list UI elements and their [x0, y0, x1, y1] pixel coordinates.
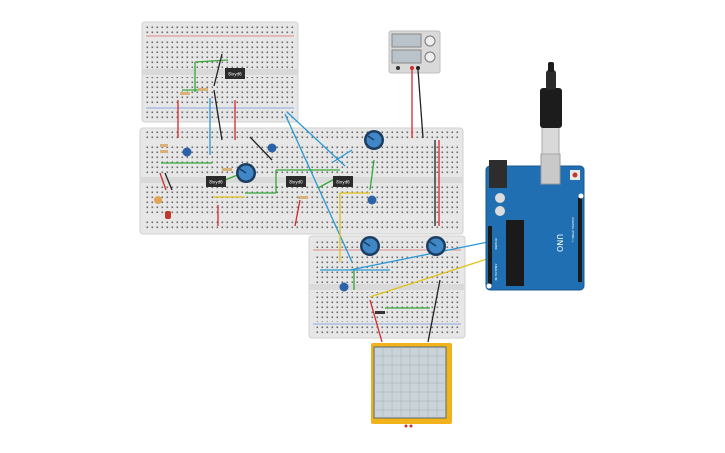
arduino-power-label: POWER	[494, 238, 498, 249]
opamp-chip-2[interactable]: 8ixyd6	[206, 176, 226, 187]
arduino-uno[interactable]: UNO DIGITAL (PWM~) POWER ANALOG IN	[485, 153, 585, 291]
opamp-label: 8ixyd6	[336, 180, 350, 185]
opamp-chip-3[interactable]: 8ixyd0	[286, 176, 306, 187]
potentiometer-knob[interactable]	[426, 236, 446, 256]
potentiometer-knob[interactable]	[236, 163, 256, 183]
potentiometer-knob[interactable]	[364, 130, 384, 150]
arduino-digital-label: DIGITAL (PWM~)	[571, 218, 575, 243]
breadboard-top-left[interactable]	[141, 21, 299, 123]
capacitors[interactable]	[154, 143, 377, 292]
breadboard-lower[interactable]	[308, 235, 466, 339]
arduino-brand: UNO	[555, 234, 564, 252]
opamp-chip-1[interactable]: 8ixyd6	[225, 68, 245, 79]
opamp-chip-4[interactable]: 8ixyd6	[333, 176, 353, 187]
power-supply[interactable]	[388, 30, 441, 74]
wires	[159, 53, 491, 343]
opamp-label: 8ixyd6	[228, 72, 242, 77]
opamp-label: 8ixyd6	[209, 180, 223, 185]
potentiometers[interactable]	[236, 130, 446, 256]
arduino-analog-label: ANALOG IN	[494, 264, 498, 281]
potentiometer-knob[interactable]	[360, 236, 380, 256]
usb-cable	[540, 62, 562, 155]
resistors[interactable]	[160, 88, 385, 314]
oscilloscope[interactable]	[371, 343, 452, 428]
opamp-label: 8ixyd0	[289, 180, 303, 185]
